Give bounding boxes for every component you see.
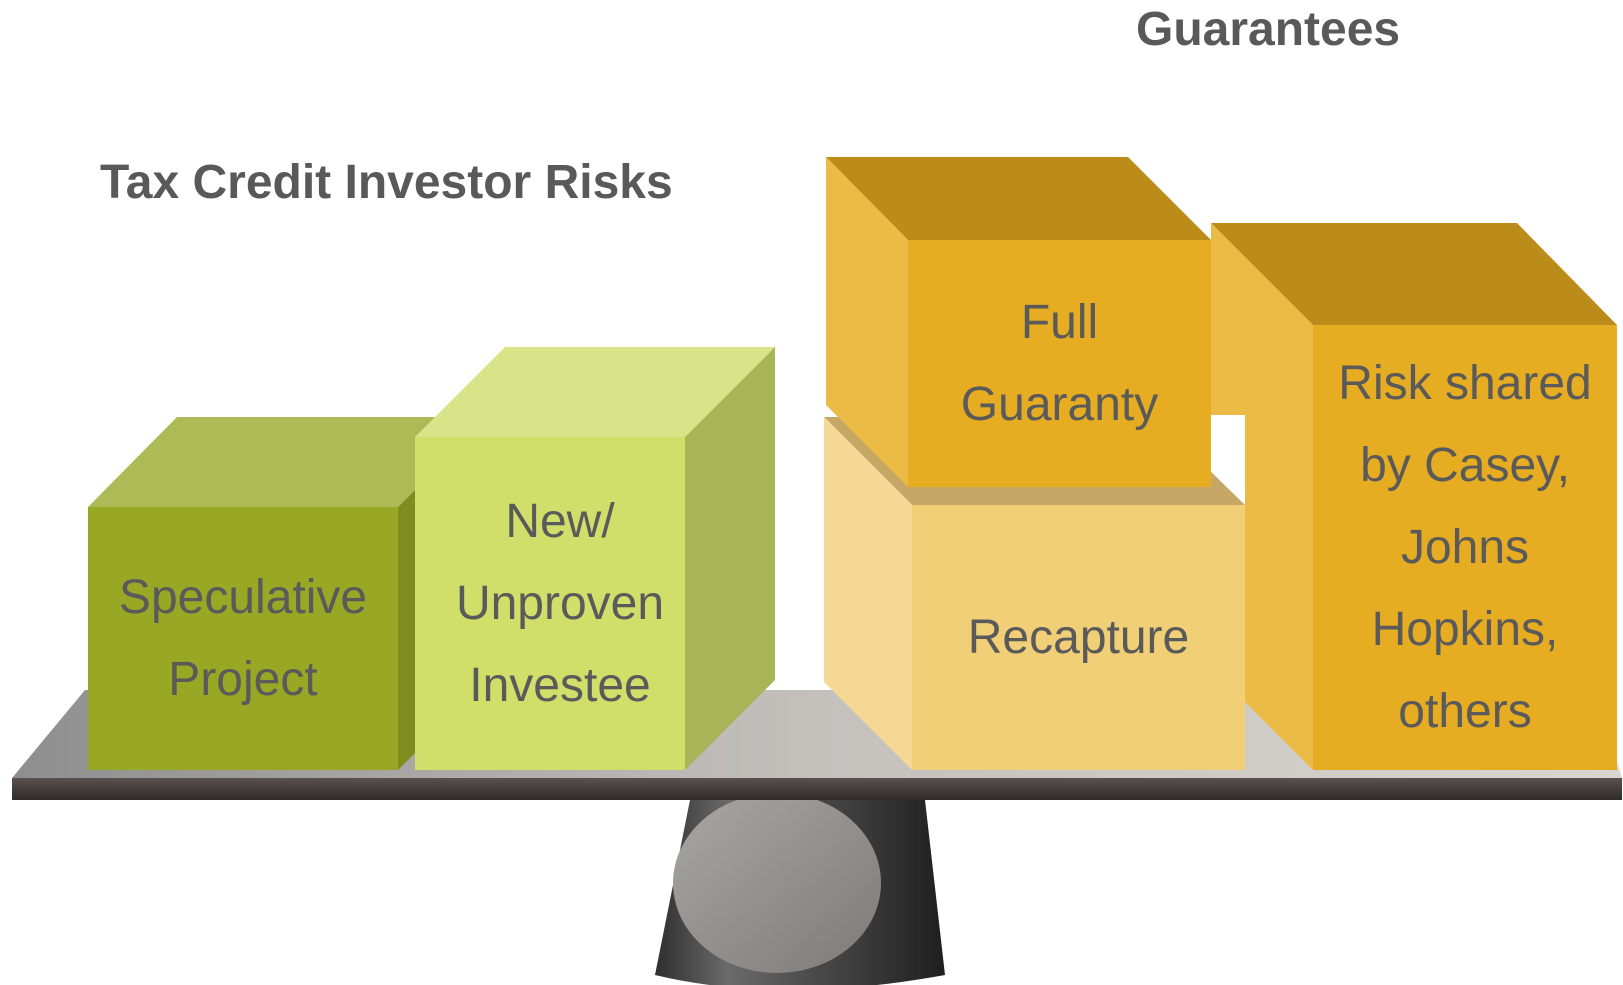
block-front-face	[1313, 325, 1617, 770]
guarantees-heading: Guarantees	[1136, 3, 1401, 56]
block-front-face	[88, 507, 398, 770]
fulcrum	[655, 793, 945, 985]
block-top-face	[826, 157, 1211, 240]
full-guaranty-text: Full Guaranty	[960, 295, 1159, 431]
guarantee-block-full-guaranty	[826, 157, 1211, 487]
block-side-face	[685, 347, 775, 770]
block-top-face	[1211, 223, 1617, 325]
block-side-face	[826, 157, 908, 487]
block-side-face	[824, 417, 912, 770]
risk-shared-label: Risk shared by Casey, Johns Hopkins, oth…	[1313, 325, 1617, 770]
full-guaranty-label: Full Guaranty	[908, 240, 1211, 487]
fulcrum-top	[673, 793, 881, 973]
block-front-face	[415, 437, 685, 770]
block-front-face	[912, 505, 1245, 770]
recapture-text: Recapture	[967, 610, 1190, 664]
new-unproven-investee-label: New/ Unproven Investee	[415, 437, 705, 770]
guarantee-block-risk-shared	[1211, 223, 1617, 770]
block-front-face	[908, 240, 1211, 487]
risk-shared-text: Risk shared by Casey, Johns Hopkins, oth…	[1338, 356, 1592, 738]
risks-heading: Tax Credit Investor Risks	[100, 156, 673, 209]
recapture-label: Recapture	[912, 505, 1245, 770]
risk-block-new-unproven-investee	[415, 347, 775, 770]
new-unproven-investee-text: New/ Unproven Investee	[455, 494, 665, 712]
block-side-face	[1211, 223, 1313, 770]
speculative-project-label: Speculative Project	[88, 507, 398, 770]
speculative-project-text: Speculative Project	[118, 570, 368, 706]
block-top-face	[88, 417, 488, 507]
plank-edge	[12, 778, 1622, 800]
block-top-face	[415, 347, 775, 437]
